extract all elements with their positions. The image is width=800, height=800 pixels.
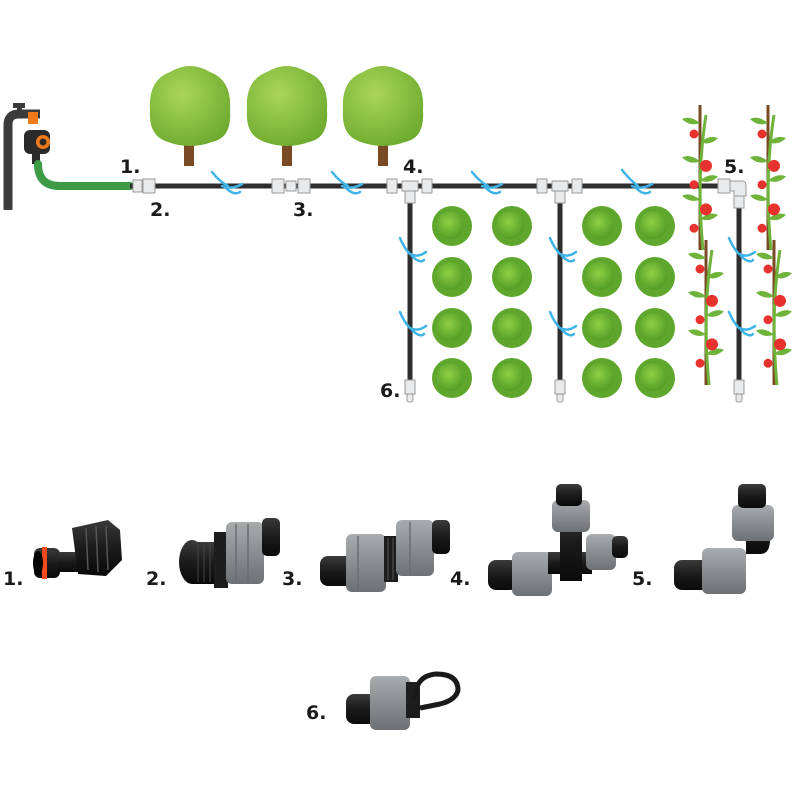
tomato-fruit [774,294,786,307]
lettuce-icon [582,206,622,246]
part-5-elbow-connector [674,484,774,594]
lettuce-icon [635,257,675,297]
lettuce-icon [582,257,622,297]
tomato-fruit [706,338,718,351]
tomato-fruit [689,129,699,139]
lettuce-icon [492,358,532,398]
tomato-plant-icon [756,240,792,386]
label-part-5: 5. [724,156,745,178]
tomato-fruit [689,180,699,190]
tomato-fruit [763,358,773,368]
part-1-tap-connector [33,520,122,579]
tomato-fruit [700,203,712,216]
fitting-4-tee [386,178,398,194]
tomato-fruit [695,358,705,368]
lettuce-icon [635,206,675,246]
fitting-1 [132,179,143,193]
fitting-3b [297,178,311,194]
photo-label-6: 6. [306,702,327,724]
photo-label-5: 5. [632,568,653,590]
part-2-threaded-connector [179,518,280,588]
tomato-plants [682,105,792,386]
lettuce-icon [635,308,675,348]
fitting-tee-2 [536,178,548,194]
tomato-fruit [757,129,767,139]
tomato-fruit [763,315,773,325]
lettuce-icon [432,257,472,297]
tomato-fruit [689,223,699,233]
tomato-fruit [695,264,705,274]
tomato-fruit [768,159,780,172]
lettuce-icon [432,358,472,398]
fitting-5-elbow [717,178,731,194]
lettuce-icon [432,206,472,246]
tomato-fruit [768,203,780,216]
tomato-fruit [757,180,767,190]
garden-hose [34,160,134,190]
tomato-fruit [706,294,718,307]
lettuce-icon [582,358,622,398]
tree-icon [246,66,328,166]
tomato-fruit [700,159,712,172]
part-3-coupler [320,520,450,592]
lettuce-icon [492,308,532,348]
tomato-fruit [763,264,773,274]
tomato-plant-icon [688,240,724,386]
photo-label-3: 3. [282,568,303,590]
tomato-fruit [757,223,767,233]
water-drip-icons [210,168,757,337]
tree-icon [342,66,424,166]
label-part-3: 3. [293,199,314,221]
label-part-2: 2. [150,199,171,221]
part-4-tee-connector [488,484,628,596]
lettuce-icon [582,308,622,348]
diagram-fittings [132,178,747,403]
lettuce-icon [492,206,532,246]
tomato-plant-icon [682,105,718,251]
lettuce-icon [492,257,532,297]
fitting-3a [271,178,285,194]
tomato-plant-icon [750,105,786,251]
tree-icon [149,66,231,166]
fitting-2 [142,178,156,194]
label-part-1: 1. [120,156,141,178]
photo-label-2: 2. [146,568,167,590]
lettuce-icon [635,358,675,398]
photo-label-1: 1. [3,568,24,590]
lettuce-grid [432,206,675,398]
tomato-fruit [695,315,705,325]
water-timer-icon [24,130,50,164]
photo-label-4: 4. [450,568,471,590]
part-6-end-cap [346,671,461,730]
lettuce-icon [432,308,472,348]
tomato-fruit [774,338,786,351]
faucet-icon [3,103,40,210]
label-part-6: 6. [380,380,401,402]
fitting-6-endcap [404,379,416,395]
label-part-4: 4. [403,156,424,178]
